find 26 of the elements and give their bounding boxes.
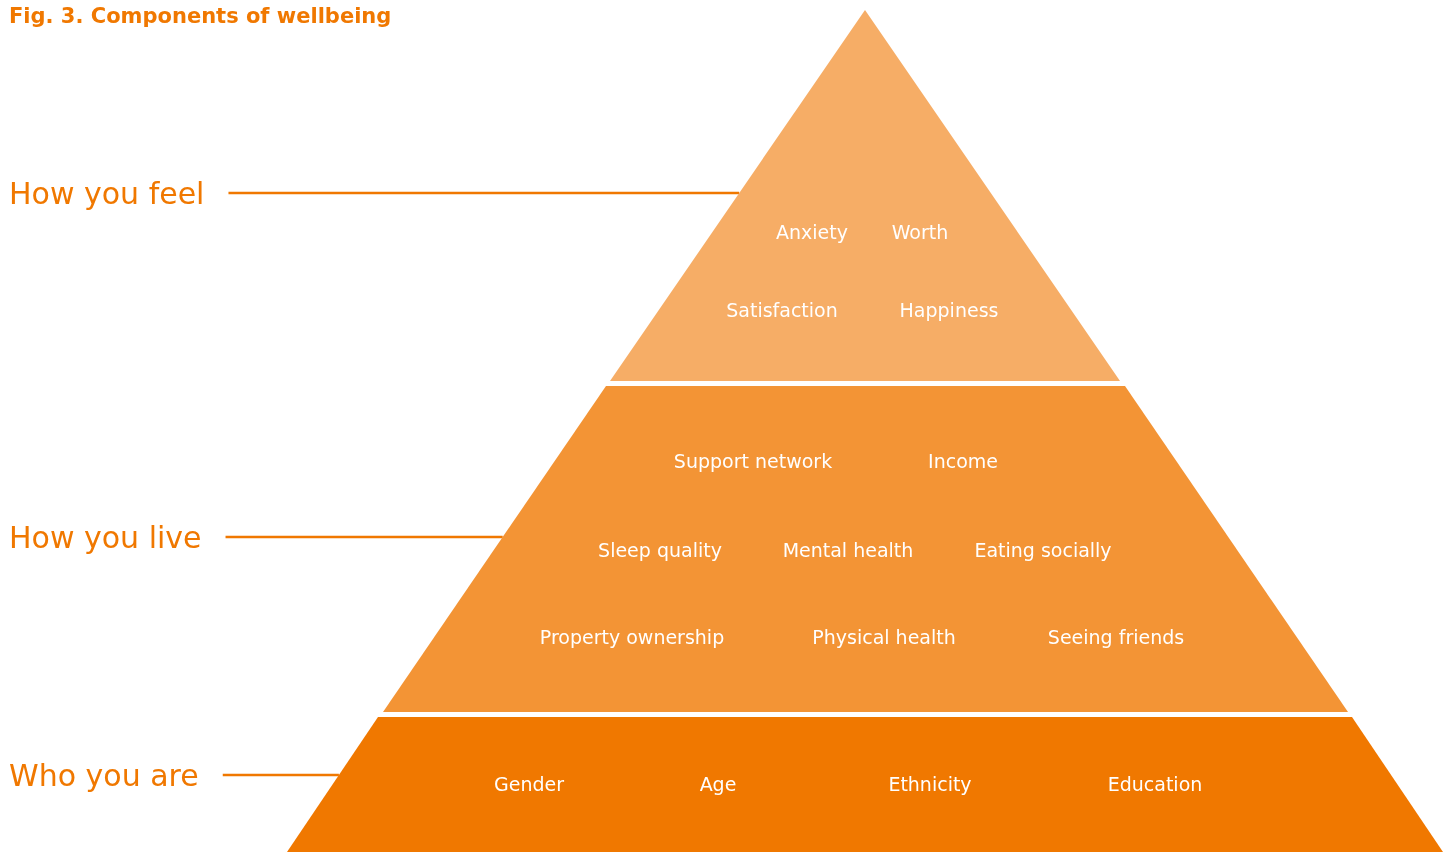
leader-line (228, 191, 740, 195)
component-label: Sleep quality (598, 539, 722, 561)
component-label: Seeing friends (1047, 626, 1185, 648)
component-label: Anxiety (776, 221, 848, 243)
tier-label: Who you are (9, 757, 199, 793)
component-label: Gender (494, 773, 564, 795)
leader-line (222, 773, 339, 777)
pyramid-tier (383, 386, 1348, 712)
component-label: Property ownership (539, 626, 725, 648)
component-label: Worth (891, 221, 949, 243)
component-label: Eating socially (974, 539, 1112, 561)
component-label: Age (699, 773, 737, 795)
pyramid-tier (287, 717, 1443, 852)
component-label: Satisfaction (726, 299, 838, 321)
component-label: Happiness (899, 299, 999, 321)
component-label: Ethnicity (888, 773, 972, 795)
component-label: Education (1107, 773, 1203, 795)
tier-label: How you live (9, 519, 202, 555)
figure-title: Fig. 3. Components of wellbeing (9, 4, 392, 28)
leader-line (225, 535, 503, 539)
component-label: Income (928, 450, 998, 472)
component-label: Mental health (782, 539, 914, 561)
component-label: Physical health (812, 626, 956, 648)
pyramid-tier (610, 10, 1120, 381)
tier-label: How you feel (9, 175, 205, 211)
component-label: Support network (673, 450, 833, 472)
